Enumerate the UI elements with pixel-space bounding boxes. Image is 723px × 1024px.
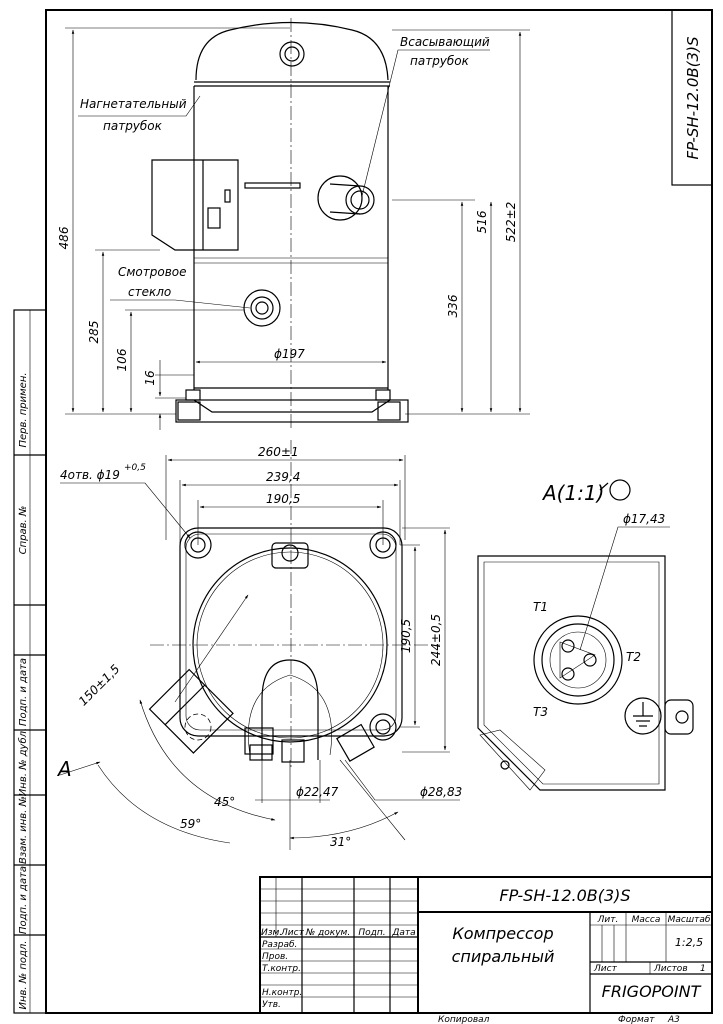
tb-row-change: Изм.: [261, 928, 282, 938]
dim-244: 244±0,5: [429, 614, 443, 666]
tb-format-label: Формат: [618, 1015, 655, 1024]
dim-285: 285: [87, 321, 101, 344]
tb-col-date: Дата: [391, 928, 415, 938]
stamp-perv-primen: Перв. примен.: [18, 372, 29, 447]
stamp-inv-podl: Инв. № подл.: [18, 941, 29, 1010]
dim-197: ϕ197: [274, 347, 305, 361]
view-a-label: A: [56, 757, 72, 781]
dim-260: 260±1: [258, 445, 299, 459]
tb-sheets-value: 1: [700, 964, 706, 974]
tb-role-checked: Пров.: [262, 952, 288, 962]
label-suction-1: Всасывающий: [400, 35, 490, 49]
tb-name-2: спиральный: [452, 947, 555, 966]
designation-rotated: FP-SH-12.0B(3)S: [684, 36, 702, 159]
drawing-frame: [13, 9, 713, 1014]
label-glass-2: стекло: [128, 285, 171, 299]
tb-scale: 1:2,5: [675, 936, 703, 949]
label-discharge-1: Нагнетательный: [80, 97, 187, 111]
terminal-t3: T3: [533, 705, 548, 719]
stamp-podp-data-2: Подп. и дата: [18, 866, 29, 934]
dim-106: 106: [115, 348, 129, 371]
tb-role-ncontrol: Н.контр.: [262, 988, 302, 998]
terminal-t1: T1: [533, 600, 548, 614]
tb-col-mass: Масса: [632, 915, 661, 925]
tb-sheet-label: Лист: [593, 964, 618, 974]
tb-format-value: А3: [667, 1015, 680, 1024]
dim-28: ϕ28,83: [420, 785, 462, 799]
title-block: [259, 876, 713, 1014]
tb-sheets-label: Листов: [653, 964, 688, 974]
tb-copied: Копировал: [438, 1015, 490, 1024]
tb-col-sign: Подп.: [358, 928, 385, 938]
dim-190h: 190,5: [266, 492, 300, 506]
tb-row-list: Лист: [280, 928, 305, 938]
label-suction-2: патрубок: [410, 54, 470, 68]
dim-16: 16: [143, 370, 157, 386]
tb-col-lit: Лит.: [597, 915, 619, 925]
dim-22: ϕ22,47: [296, 785, 339, 799]
top-view: [59, 440, 460, 850]
terminal-t2: T2: [626, 650, 641, 664]
front-view-labels: Всасывающий патрубок Нагнетательный патр…: [57, 35, 518, 386]
dim-336: 336: [446, 294, 460, 317]
dim-239: 239,4: [266, 470, 300, 484]
tb-col-scale: Масштаб: [668, 915, 711, 925]
label-discharge-2: патрубок: [103, 119, 163, 133]
side-stamps: Перв. примен. Справ. № Подп. и дата Инв.…: [17, 372, 29, 1009]
label-glass-1: Смотровое: [118, 265, 187, 279]
detail-title: A(1:1): [541, 481, 604, 505]
tb-col-doc: № докум.: [305, 928, 350, 938]
dim-59: 59°: [180, 817, 201, 831]
dim-150: 150±1,5: [76, 662, 123, 709]
dim-45: 45°: [214, 795, 235, 809]
detail-view-labels: A(1:1) ϕ17,43 T1 T2 T3: [533, 481, 665, 719]
stamp-podp-data-1: Подп. и дата: [18, 658, 29, 726]
stamp-vzam-inv: Взам. инв. №: [18, 796, 29, 864]
tb-designation: FP-SH-12.0B(3)S: [499, 886, 630, 905]
front-view: [65, 18, 530, 430]
stamp-sprav-no: Справ. №: [18, 506, 29, 555]
stamp-inv-dubl: Инв. № дубл.: [17, 728, 29, 796]
tb-role-approved: Утв.: [262, 1000, 281, 1010]
dim-holes: 4отв. ϕ19: [60, 468, 120, 482]
title-block-labels: FP-SH-12.0B(3)S Компрессор спиральный FR…: [261, 886, 711, 1024]
top-view-labels: 260±1 239,4 190,5 4отв. ϕ19 +0,5 190,5 2…: [56, 445, 462, 849]
dim-486: 486: [57, 226, 71, 249]
tb-role-developed: Разраб.: [262, 940, 297, 950]
tb-company: FRIGOPOINT: [602, 982, 702, 1001]
dim-17: ϕ17,43: [623, 512, 665, 526]
tb-role-tcontrol: Т.контр.: [262, 964, 301, 974]
dim-holes-tol: +0,5: [124, 463, 146, 473]
tb-name-1: Компрессор: [452, 924, 553, 943]
dim-31: 31°: [330, 835, 351, 849]
dim-522: 522±2: [504, 202, 518, 243]
dim-516: 516: [475, 210, 489, 233]
detail-view: [477, 479, 694, 791]
dim-190v: 190,5: [399, 619, 413, 653]
